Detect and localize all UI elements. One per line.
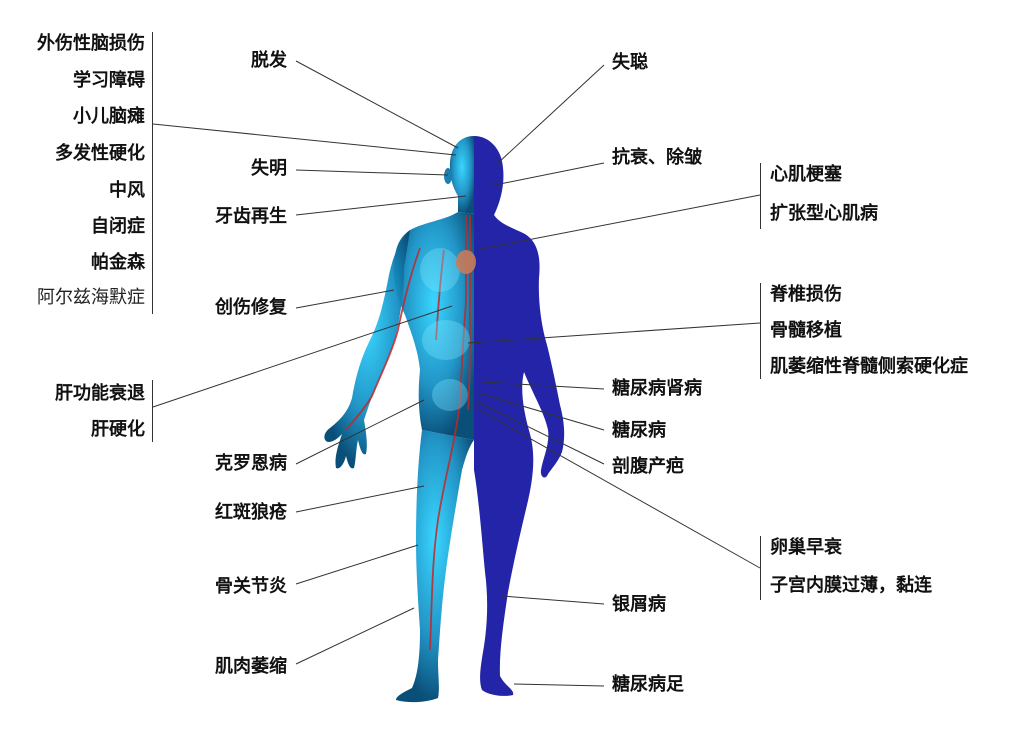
label-liver-failure: 肝功能衰退 — [55, 383, 145, 404]
label-cerebral-palsy: 小儿脑瘫 — [73, 106, 145, 127]
label-parkinson: 帕金森 — [91, 252, 145, 273]
leader-lines — [152, 60, 761, 687]
label-wound-repair: 创伤修复 — [215, 297, 287, 318]
male-anatomy — [324, 136, 476, 703]
label-autism: 自闭症 — [91, 216, 145, 237]
label-multiple-sclerosis: 多发性硬化 — [55, 143, 145, 164]
female-silhouette — [474, 136, 565, 696]
label-als: 肌萎缩性脊髓侧索硬化症 — [770, 356, 968, 377]
label-deafness: 失聪 — [612, 52, 648, 73]
heart-group-bracket — [760, 163, 761, 229]
label-anti-aging: 抗衰、除皱 — [612, 147, 702, 168]
ovary-group-bracket — [760, 536, 761, 600]
label-thin-endometrium: 子宫内膜过薄，黏连 — [770, 575, 932, 596]
label-psoriasis: 银屑病 — [612, 594, 666, 615]
heart-organ — [456, 250, 476, 274]
label-myocardial-infarction: 心肌梗塞 — [770, 164, 842, 185]
label-bone-marrow-transplant: 骨髓移植 — [770, 320, 842, 341]
label-tooth-regeneration: 牙齿再生 — [215, 206, 287, 227]
label-hair-loss: 脱发 — [251, 50, 287, 71]
label-diabetic-nephropathy: 糖尿病肾病 — [612, 378, 702, 399]
label-learning-disability: 学习障碍 — [73, 70, 145, 91]
label-brain-injury: 外伤性脑损伤 — [37, 33, 145, 54]
label-crohn: 克罗恩病 — [215, 453, 287, 474]
label-c-section-scar: 剖腹产疤 — [612, 456, 684, 477]
label-blindness: 失明 — [251, 158, 287, 179]
label-diabetic-foot: 糖尿病足 — [612, 674, 684, 695]
label-lupus: 红斑狼疮 — [215, 502, 287, 523]
label-premature-ovarian-failure: 卵巢早衰 — [770, 537, 842, 558]
label-dilated-cardiomyopathy: 扩张型心肌病 — [770, 203, 878, 224]
label-spinal-injury: 脊椎损伤 — [770, 284, 842, 305]
label-muscle-atrophy: 肌肉萎缩 — [215, 656, 287, 677]
label-stroke: 中风 — [109, 180, 145, 201]
label-alzheimer: 阿尔兹海默症 — [37, 287, 145, 308]
liver-group-bracket — [152, 380, 153, 442]
spine-group-bracket — [760, 283, 761, 379]
label-diabetes: 糖尿病 — [612, 420, 666, 441]
label-cirrhosis: 肝硬化 — [91, 419, 145, 440]
label-osteoarthritis: 骨关节炎 — [215, 576, 287, 597]
brain-group-bracket — [152, 32, 153, 314]
